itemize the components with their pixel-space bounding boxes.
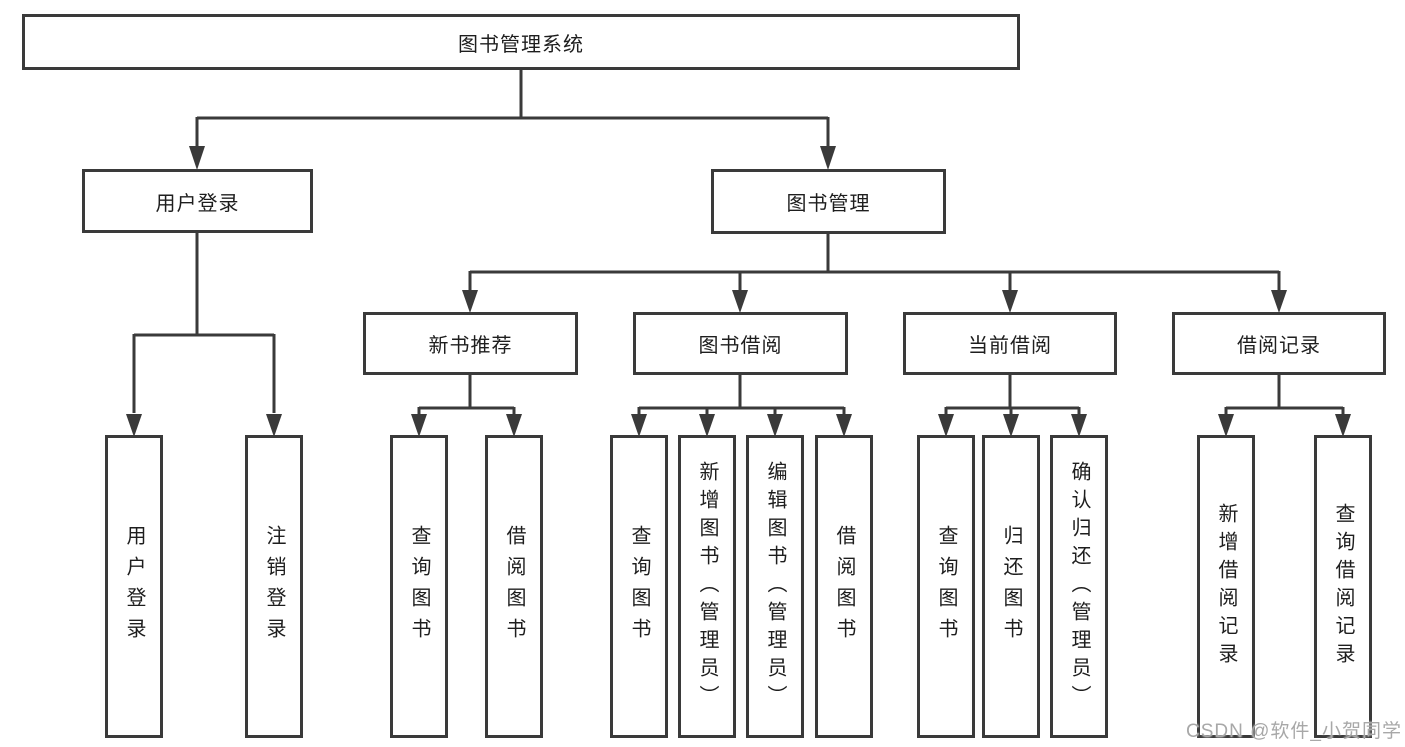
leaf-label: 借阅图书 xyxy=(503,524,525,649)
leaf-label: 用户登录 xyxy=(123,524,145,649)
node-label: 用户登录 xyxy=(155,192,240,215)
leaf-query-books-borrowing: 查询图书 xyxy=(610,435,668,738)
leaf-label: 查询图书 xyxy=(935,524,957,649)
leaf-label: 查询借阅记录 xyxy=(1332,502,1354,671)
leaf-confirm-return-admin: 确认归还（管理员） xyxy=(1050,435,1108,738)
leaf-borrow-books-newbooks: 借阅图书 xyxy=(485,435,543,738)
csdn-watermark: CSDN @软件_小贺同学 xyxy=(1186,721,1402,742)
node-book-management-branch: 图书管理 xyxy=(711,169,946,234)
node-new-book-recommendation: 新书推荐 xyxy=(363,312,578,375)
node-label: 新书推荐 xyxy=(428,335,513,357)
leaf-logout: 注销登录 xyxy=(245,435,303,738)
node-label: 图书借阅 xyxy=(698,335,783,357)
node-book-borrowing: 图书借阅 xyxy=(633,312,848,375)
node-label: 当前借阅 xyxy=(968,335,1052,357)
arrowhead-group xyxy=(126,146,1351,437)
leaf-return-books: 归还图书 xyxy=(982,435,1040,738)
node-label: 借阅记录 xyxy=(1237,335,1321,357)
node-borrowing-records: 借阅记录 xyxy=(1172,312,1386,375)
node-library-management-system: 图书管理系统 xyxy=(22,14,1020,70)
leaf-query-books-newbooks: 查询图书 xyxy=(390,435,448,738)
leaf-label: 注销登录 xyxy=(263,524,285,649)
leaf-query-borrow-record: 查询借阅记录 xyxy=(1314,435,1372,738)
leaf-query-books-current: 查询图书 xyxy=(917,435,975,738)
node-user-login-branch: 用户登录 xyxy=(82,169,313,233)
leaf-edit-books-admin: 编辑图书（管理员） xyxy=(746,435,804,738)
leaf-add-books-admin: 新增图书（管理员） xyxy=(678,435,736,738)
leaf-add-borrow-record: 新增借阅记录 xyxy=(1197,435,1255,738)
leaf-label: 归还图书 xyxy=(1000,524,1022,649)
leaf-label: 编辑图书（管理员） xyxy=(764,460,786,713)
leaf-user-login: 用户登录 xyxy=(105,435,163,738)
node-current-borrowing: 当前借阅 xyxy=(903,312,1117,375)
leaf-label: 查询图书 xyxy=(628,524,650,649)
leaf-label: 借阅图书 xyxy=(833,524,855,649)
leaf-label: 新增图书（管理员） xyxy=(696,460,718,713)
leaf-label: 新增借阅记录 xyxy=(1215,502,1237,671)
leaf-borrow-books-borrowing: 借阅图书 xyxy=(815,435,873,738)
node-label: 图书管理 xyxy=(786,193,871,215)
leaf-label: 查询图书 xyxy=(408,524,430,649)
leaf-label: 确认归还（管理员） xyxy=(1068,460,1090,713)
node-label: 图书管理系统 xyxy=(458,33,584,56)
